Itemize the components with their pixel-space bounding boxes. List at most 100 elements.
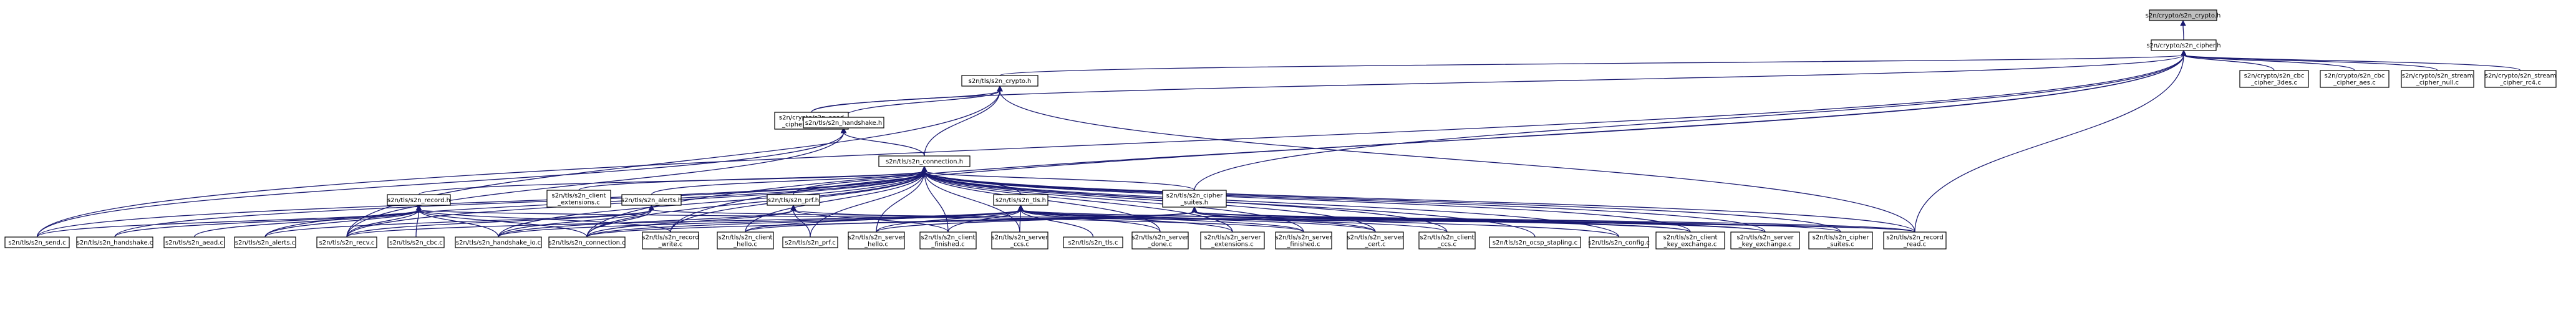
- file-node[interactable]: s2n/tls/s2n_client_ccs.c: [1418, 231, 1476, 250]
- edge-line: [418, 209, 671, 233]
- edge-line: [36, 170, 925, 238]
- node-box: [1131, 231, 1189, 250]
- edge-line: [498, 209, 794, 238]
- file-node[interactable]: s2n/tls/s2n_cipher_suites.c: [1808, 231, 1873, 250]
- node-layer: s2n/crypto/s2n_crypto.hs2n/crypto/s2n_ci…: [4, 9, 2557, 250]
- file-node[interactable]: s2n/tls/s2n_handshake.h: [803, 117, 884, 129]
- file-node[interactable]: s2n/tls/s2n_client_finished.c: [919, 231, 977, 250]
- dependency-edge: [2181, 49, 2521, 71]
- node-box: [2151, 39, 2217, 51]
- file-node[interactable]: s2n/crypto/s2n_cbc_cipher_3des.c: [2239, 70, 2309, 88]
- file-node[interactable]: s2n/tls/s2n_handshake_io.c: [455, 236, 542, 248]
- node-box: [2239, 70, 2309, 88]
- file-node[interactable]: s2n/tls/s2n_connection.h: [878, 155, 971, 167]
- file-node[interactable]: s2n/tls/s2n_crypto.h: [961, 75, 1039, 87]
- file-node[interactable]: s2n/tls/s2n_alerts.c: [234, 236, 296, 248]
- file-node[interactable]: s2n/tls/s2n_prf.c: [782, 236, 838, 248]
- edge-line: [811, 90, 1000, 113]
- file-node[interactable]: s2n/crypto/s2n_cipher.h: [2146, 39, 2221, 51]
- file-node[interactable]: s2n/tls/s2n_server_extensions.c: [1200, 231, 1265, 250]
- node-label: s2n/tls/s2n_server: [1347, 235, 1404, 241]
- file-node[interactable]: s2n/crypto/s2n_stream_cipher_rc4.c: [2484, 70, 2557, 88]
- node-label: s2n/tls/s2n_record: [1886, 235, 1943, 241]
- file-node[interactable]: s2n/tls/s2n_handshake.c: [76, 236, 153, 248]
- dependency-edge: [921, 165, 1915, 233]
- edge-line: [346, 209, 1022, 238]
- node-box: [163, 236, 225, 248]
- node-label: _cert.c: [1364, 241, 1385, 248]
- dependency-edge: [843, 85, 1003, 118]
- file-node[interactable]: s2n/crypto/s2n_cbc_cipher_aes.c: [2320, 70, 2390, 88]
- node-box: [1275, 231, 1332, 250]
- edge-arrowhead: [1191, 206, 1198, 213]
- edge-line: [415, 209, 420, 238]
- edge-line: [2182, 24, 2184, 41]
- file-node[interactable]: s2n/tls/s2n_cbc.c: [387, 236, 445, 248]
- edge-line: [36, 209, 420, 238]
- node-label: s2n/tls/s2n_record.h: [387, 197, 450, 204]
- file-node[interactable]: s2n/tls/s2n_alerts.h: [621, 194, 682, 206]
- file-node[interactable]: s2n/tls/s2n_server_cert.c: [1347, 231, 1404, 250]
- dependency-edge: [1194, 49, 2187, 191]
- edge-line: [36, 132, 845, 238]
- file-node[interactable]: s2n/tls/s2n_connection.c: [548, 236, 626, 248]
- edge-line: [651, 209, 1915, 233]
- node-box: [234, 236, 296, 248]
- file-node[interactable]: s2n/tls/s2n_server_finished.c: [1275, 231, 1332, 250]
- node-label: s2n/crypto/s2n_stream: [2485, 73, 2557, 80]
- node-label: _suites.h: [1180, 200, 1208, 206]
- edge-line: [498, 209, 652, 238]
- node-box: [717, 231, 774, 250]
- edge-line: [1020, 209, 1161, 233]
- file-node[interactable]: s2n/tls/s2n_server_key_exchange.c: [1730, 231, 1800, 250]
- node-label: s2n/tls/s2n_handshake.h: [805, 120, 882, 127]
- edge-line: [924, 170, 1195, 191]
- file-node[interactable]: s2n/tls/s2n_tls.c: [1063, 236, 1123, 248]
- node-label: _ccs.c: [1437, 241, 1456, 248]
- node-label: s2n/crypto/s2n_stream: [2402, 73, 2474, 80]
- node-label: s2n/tls/s2n_alerts.c: [235, 240, 295, 246]
- file-node[interactable]: s2n/tls/s2n_client_extensions.c: [546, 190, 611, 208]
- file-node[interactable]: s2n/tls/s2n_record_write.c: [642, 231, 699, 250]
- edge-line: [924, 170, 949, 233]
- node-box: [782, 236, 838, 248]
- file-node[interactable]: s2n/tls/s2n_server_done.c: [1131, 231, 1189, 250]
- file-node[interactable]: s2n/tls/s2n_client_key_exchange.c: [1655, 231, 1725, 250]
- file-node[interactable]: s2n/tls/s2n_record.h: [387, 194, 451, 206]
- node-label: s2n/tls/s2n_client: [552, 193, 606, 200]
- file-node[interactable]: s2n/tls/s2n_aead.c: [163, 236, 225, 248]
- edge-line: [264, 209, 652, 238]
- node-label: s2n/tls/s2n_cbc.c: [389, 240, 443, 246]
- node-label: s2n/tls/s2n_client: [921, 235, 976, 241]
- file-node[interactable]: s2n/tls/s2n_client_hello.c: [717, 231, 774, 250]
- file-node[interactable]: s2n/crypto/s2n_stream_cipher_null.c: [2401, 70, 2474, 88]
- file-node[interactable]: s2n/tls/s2n_prf.h: [767, 194, 820, 206]
- node-box: [546, 190, 611, 208]
- node-label: _write.c: [658, 241, 683, 248]
- file-node[interactable]: s2n/tls/s2n_recv.c: [316, 236, 377, 248]
- node-box: [993, 194, 1048, 206]
- file-node[interactable]: s2n/tls/s2n_server_ccs.c: [991, 231, 1048, 250]
- file-node[interactable]: s2n/tls/s2n_cipher_suites.h: [1162, 190, 1227, 208]
- edge-layer: [36, 19, 2521, 238]
- file-node[interactable]: s2n/tls/s2n_ocsp_stapling.c: [1489, 236, 1581, 248]
- file-node[interactable]: s2n/tls/s2n_send.c: [4, 236, 70, 248]
- node-label: s2n/tls/s2n_server: [1736, 235, 1794, 241]
- file-node[interactable]: s2n/tls/s2n_config.c: [1588, 236, 1650, 248]
- file-node[interactable]: s2n/tls/s2n_record_read.c: [1883, 231, 1947, 250]
- node-box: [1883, 231, 1947, 250]
- node-label: s2n/tls/s2n_record: [642, 235, 699, 241]
- node-label: s2n/tls/s2n_server: [991, 235, 1048, 241]
- edge-line: [924, 170, 1536, 238]
- node-label: _hello.c: [733, 241, 757, 248]
- node-label: _extensions.c: [557, 200, 600, 206]
- edge-line: [651, 170, 925, 195]
- node-box: [1655, 231, 1725, 250]
- node-box: [387, 194, 451, 206]
- edge-line: [999, 90, 1915, 233]
- edge-line: [843, 132, 925, 157]
- file-node[interactable]: s2n/tls/s2n_server_hello.c: [848, 231, 905, 250]
- file-node[interactable]: s2n/tls/s2n_tls.h: [993, 194, 1048, 206]
- node-box: [4, 236, 70, 248]
- node-box: [642, 231, 699, 250]
